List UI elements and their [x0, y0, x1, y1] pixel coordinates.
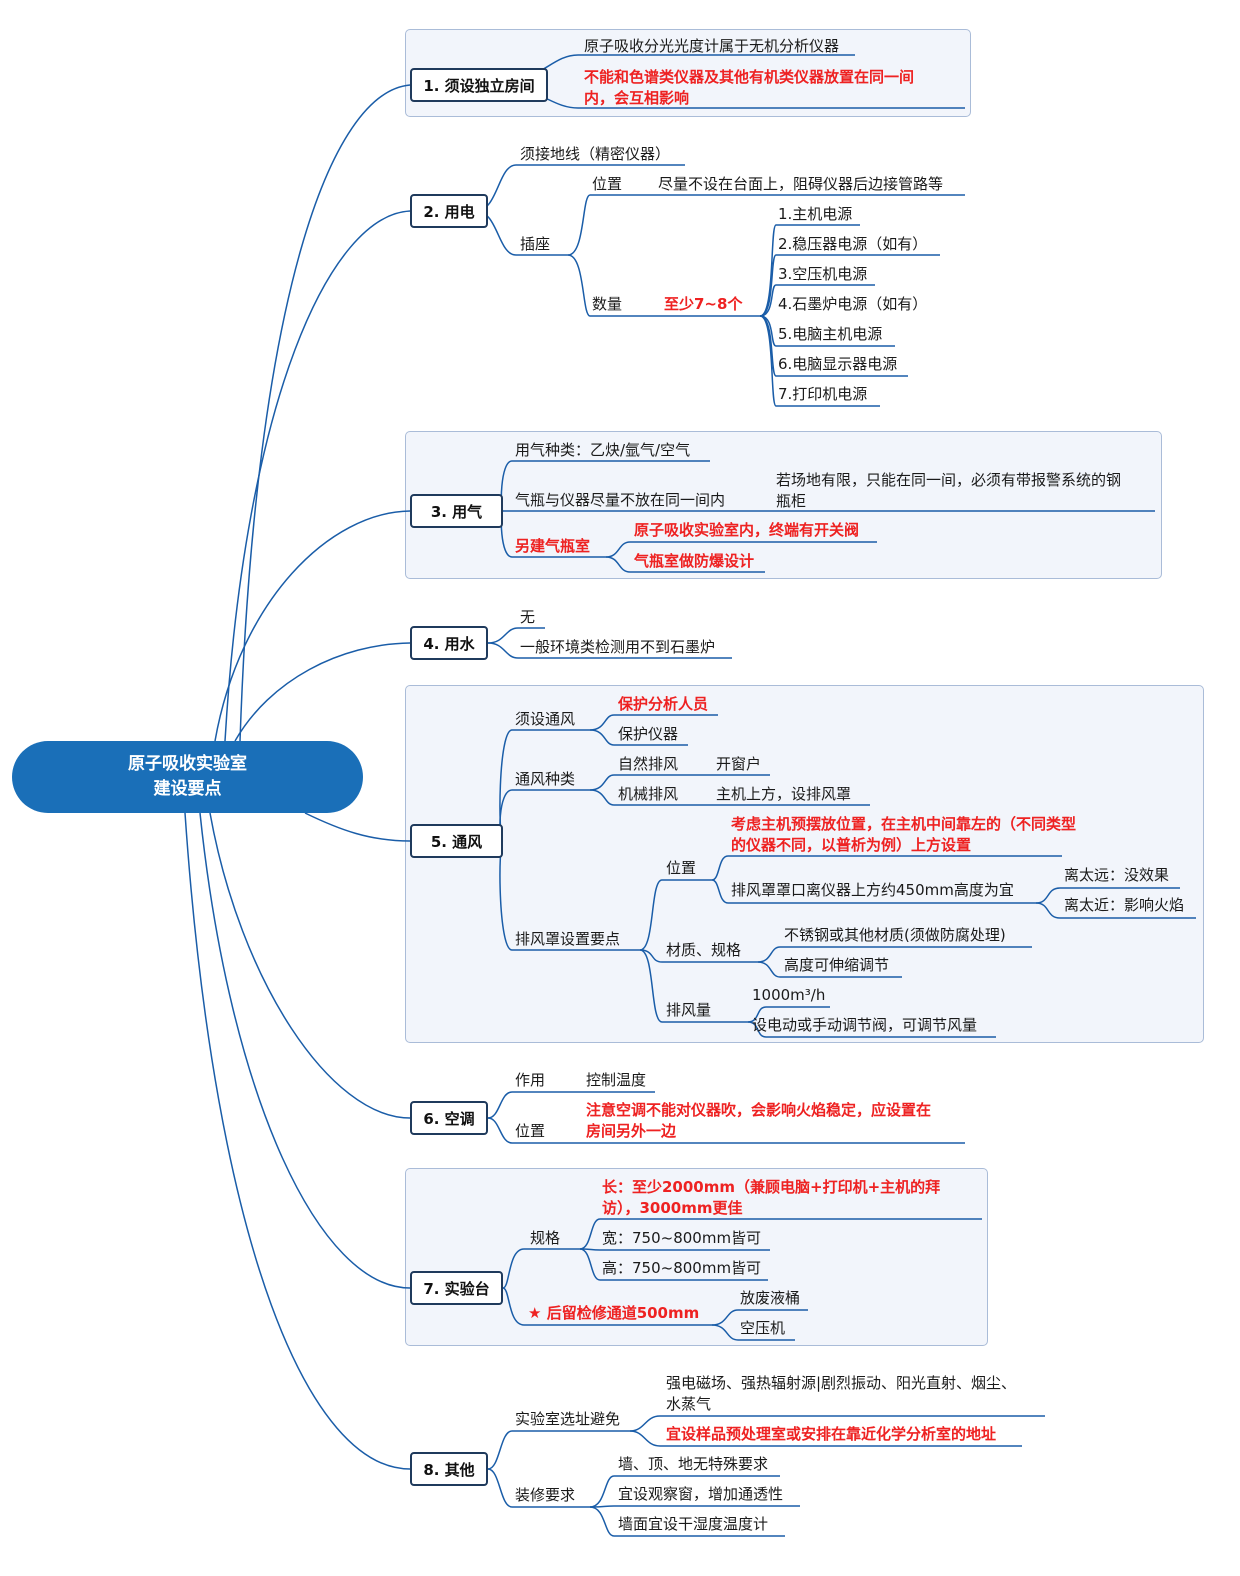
b7-length-b: 访），3000mm更佳: [602, 1199, 743, 1217]
b5-hood-pos-1a: 考虑主机预摆放位置，在主机中间靠左的（不同类型: [731, 815, 1077, 833]
branch-5[interactable]: 5. 通风: [410, 824, 503, 858]
b3-room-1: 原子吸收实验室内，终端有开关阀: [634, 521, 860, 539]
b6-pos-a: 注意空调不能对仪器吹，会影响火焰稳定，应设置在: [586, 1101, 932, 1119]
b5-mech-desc: 主机上方，设排风罩: [716, 785, 852, 803]
b2-quantity-value: 至少7~8个: [664, 295, 743, 313]
b5-hood: 排风罩设置要点: [515, 930, 621, 948]
b3-room-2: 气瓶室做防爆设计: [634, 552, 755, 570]
b3-gas-types: 用气种类：乙炔/氩气/空气: [515, 441, 691, 459]
b7-length-a: 长：至少2000mm（兼顾电脑+打印机+主机的拜: [602, 1178, 941, 1196]
b7-rear-1: 放废液桶: [740, 1289, 801, 1307]
b8-site-1a: 强电磁场、强热辐射源|剧烈振动、阳光直射、烟尘、: [666, 1374, 1017, 1392]
group-7-bg: [405, 1168, 988, 1346]
b3-gas-room: 另建气瓶室: [515, 537, 591, 555]
b6-pos: 位置: [515, 1122, 546, 1140]
b1-text-2b: 内，会互相影响: [584, 89, 690, 107]
star-icon: ★: [528, 1304, 542, 1322]
b8-site-1b: 水蒸气: [666, 1395, 712, 1413]
branch-6[interactable]: 6. 空调: [410, 1101, 488, 1135]
b6-use: 作用: [515, 1071, 546, 1089]
b2-item-2: 2.稳压器电源（如有）: [778, 235, 928, 253]
b5-far: 离太远：没效果: [1064, 866, 1170, 884]
root-line-2: 建设要点: [153, 779, 222, 799]
b5-natural: 自然排风: [618, 755, 679, 773]
b2-socket: 插座: [520, 235, 551, 253]
b4-text-2: 一般环境类检测用不到石墨炉: [520, 638, 716, 656]
b2-item-3: 3.空压机电源: [778, 265, 868, 283]
branch-2[interactable]: 2. 用电: [410, 194, 488, 228]
b3-apart-desc-a: 若场地有限，只能在同一间，必须有带报警系统的钢: [776, 471, 1122, 489]
branch-8[interactable]: 8. 其他: [410, 1452, 488, 1486]
b5-material-2: 高度可伸缩调节: [784, 956, 890, 974]
b5-kinds: 通风种类: [515, 770, 576, 788]
b7-width: 宽：750~800mm皆可: [602, 1229, 762, 1247]
b5-need-2: 保护仪器: [618, 725, 679, 743]
group-3-bg: [405, 431, 1162, 579]
b8-decoration-1: 墙、顶、地无特殊要求: [618, 1455, 769, 1473]
b5-volume-1: 1000m³/h: [752, 986, 826, 1004]
b2-item-4: 4.石墨炉电源（如有）: [778, 295, 928, 313]
b1-text-1: 原子吸收分光光度计属于无机分析仪器: [584, 37, 840, 55]
b5-volume-2: 设电动或手动调节阀，可调节风量: [752, 1016, 978, 1034]
b5-material: 材质、规格: [666, 941, 742, 959]
branch-1[interactable]: 1. 须设独立房间: [410, 68, 548, 102]
b2-ground: 须接地线（精密仪器）: [520, 145, 671, 163]
b3-apart: 气瓶与仪器尽量不放在同一间内: [515, 491, 726, 509]
group-5-bg: [405, 685, 1204, 1043]
root-line-1: 原子吸收实验室: [128, 754, 247, 774]
b5-hood-pos: 位置: [666, 859, 697, 877]
b8-decoration-3: 墙面宜设干湿度温度计: [618, 1515, 769, 1533]
b5-hood-pos-1b: 的仪器不同，以普析为例）上方设置: [731, 836, 972, 854]
b2-position: 位置: [592, 175, 623, 193]
b4-text-1: 无: [520, 608, 536, 626]
b8-decoration-2: 宜设观察窗，增加通透性: [618, 1485, 784, 1503]
branch-7[interactable]: 7. 实验台: [410, 1271, 503, 1305]
b2-item-6: 6.电脑显示器电源: [778, 355, 898, 373]
root-topic[interactable]: 原子吸收实验室 建设要点: [12, 741, 363, 813]
b7-rear-2: 空压机: [740, 1319, 786, 1337]
branch-4[interactable]: 4. 用水: [410, 626, 488, 660]
b5-need-1: 保护分析人员: [618, 695, 709, 713]
b5-mech: 机械排风: [618, 785, 679, 803]
b7-height: 高：750~800mm皆可: [602, 1259, 762, 1277]
b2-item-5: 5.电脑主机电源: [778, 325, 883, 343]
b6-use-desc: 控制温度: [586, 1071, 647, 1089]
b7-rear: ★ 后留检修通道500mm: [528, 1303, 699, 1324]
b7-rear-label: 后留检修通道500mm: [546, 1304, 700, 1322]
b2-quantity: 数量: [592, 295, 623, 313]
b5-near: 离太近：影响火焰: [1064, 896, 1185, 914]
b8-site: 实验室选址避免: [515, 1410, 621, 1428]
b5-volume: 排风量: [666, 1001, 712, 1019]
b7-spec: 规格: [530, 1229, 561, 1247]
b3-apart-desc-b: 瓶柜: [776, 492, 807, 510]
b8-decoration: 装修要求: [515, 1486, 576, 1504]
b6-pos-b: 房间另外一边: [586, 1122, 677, 1140]
b8-site-2: 宜设样品预处理室或安排在靠近化学分析室的地址: [666, 1425, 997, 1443]
b5-material-1: 不锈钢或其他材质(须做防腐处理): [784, 926, 1006, 944]
b2-position-desc: 尽量不设在台面上，阻碍仪器后边接管路等: [658, 175, 944, 193]
b5-need: 须设通风: [515, 710, 576, 728]
branch-3[interactable]: 3. 用气: [410, 494, 503, 528]
b2-item-1: 1.主机电源: [778, 205, 853, 223]
b5-natural-desc: 开窗户: [716, 755, 762, 773]
b5-hood-pos-2: 排风罩罩口离仪器上方约450mm高度为宜: [731, 881, 1014, 899]
b2-item-7: 7.打印机电源: [778, 385, 868, 403]
b1-text-2a: 不能和色谱类仪器及其他有机类仪器放置在同一间: [584, 68, 915, 86]
